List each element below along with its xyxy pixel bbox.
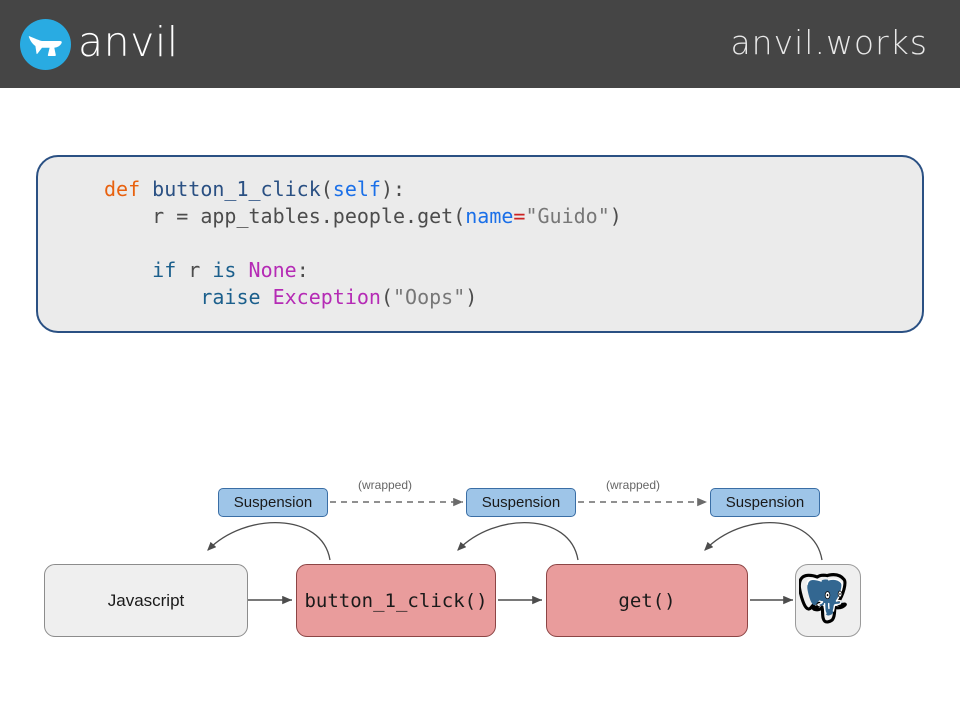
code-snippet: def button_1_click(self): r = app_tables… bbox=[104, 176, 622, 311]
code-token-equals: = bbox=[513, 204, 526, 228]
suspension-box-1[interactable]: Suspension bbox=[218, 488, 328, 517]
code-token-if: if bbox=[152, 258, 177, 282]
code-token-function-name: button_1_click bbox=[152, 177, 321, 201]
site-url-text: anvil.works bbox=[730, 23, 928, 62]
suspension-box-3[interactable]: Suspension bbox=[710, 488, 820, 517]
code-token-assignment: r = app_tables.people.get( bbox=[104, 204, 466, 228]
stack-frame-javascript-label: Javascript bbox=[107, 590, 185, 610]
stack-frame-button-1-click-label: button_1_click() bbox=[304, 589, 488, 612]
postgresql-icon bbox=[799, 573, 847, 624]
anvil-logo bbox=[20, 19, 71, 70]
suspension-box-3-label: Suspension bbox=[725, 494, 805, 511]
stack-frame-button-1-click[interactable]: button_1_click() bbox=[296, 564, 496, 637]
code-token-open-paren: ( bbox=[320, 177, 333, 201]
brand-wordmark: anvil bbox=[78, 18, 179, 66]
suspension-arc-1 bbox=[207, 522, 331, 561]
code-token-exception: Exception bbox=[272, 285, 381, 309]
suspension-box-2-label: Suspension bbox=[481, 494, 561, 511]
code-token-open-paren-2: ( bbox=[380, 285, 394, 309]
code-token-kwarg-name: name bbox=[465, 204, 514, 228]
suspension-box-2[interactable]: Suspension bbox=[466, 488, 576, 517]
diagram-connectors bbox=[207, 497, 823, 605]
database-node[interactable] bbox=[795, 564, 861, 637]
code-token-string-guido: "Guido" bbox=[525, 204, 610, 228]
stack-frame-get-label: get() bbox=[618, 589, 676, 612]
page-header: anvil anvil.works bbox=[0, 0, 960, 88]
wrapped-label-2: (wrapped) bbox=[606, 478, 661, 492]
code-token-raise: raise bbox=[200, 285, 261, 309]
suspension-box-1-label: Suspension bbox=[233, 494, 313, 511]
stack-frame-get[interactable]: get() bbox=[546, 564, 748, 637]
call-stack-diagram: Suspension Suspension Suspension (wrappe… bbox=[0, 440, 960, 670]
stack-frame-javascript[interactable]: Javascript bbox=[44, 564, 248, 637]
code-token-none: None bbox=[236, 258, 297, 282]
code-token-var-r: r bbox=[176, 258, 213, 282]
code-block: def button_1_click(self): r = app_tables… bbox=[36, 155, 924, 333]
code-token-is: is bbox=[212, 258, 237, 282]
code-token-close-paren: ) bbox=[609, 204, 622, 228]
code-token-self: self bbox=[332, 177, 381, 201]
code-token-string-oops: "Oops" bbox=[393, 285, 466, 309]
code-token-close-paren-colon: ): bbox=[380, 177, 406, 201]
anvil-icon bbox=[28, 36, 62, 56]
wrapped-label-1: (wrapped) bbox=[358, 478, 413, 492]
suspension-arc-2 bbox=[457, 522, 579, 561]
code-token-colon: : bbox=[296, 258, 309, 282]
code-token-def: def bbox=[104, 177, 141, 201]
code-token-close-paren-2: ) bbox=[465, 285, 478, 309]
suspension-arc-3 bbox=[704, 522, 823, 561]
